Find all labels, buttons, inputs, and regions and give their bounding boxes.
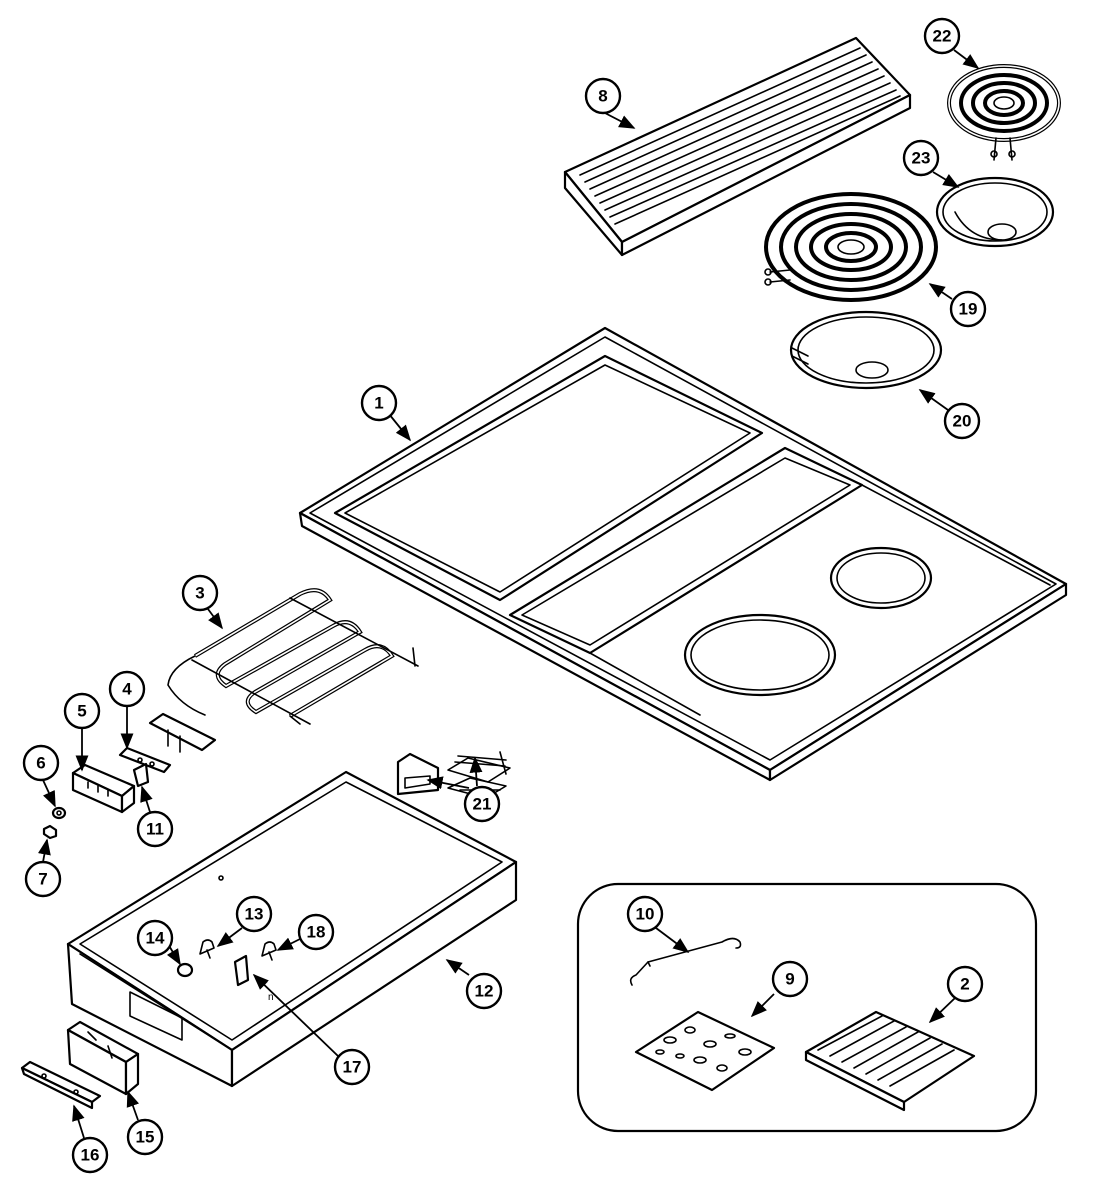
terminal-bracket (118, 746, 172, 774)
callout-23: 23 (902, 139, 940, 177)
callout-10: 10 (626, 895, 664, 933)
receptacle-block (71, 763, 136, 814)
callout-22: 22 (923, 17, 961, 55)
callout-20: 20 (943, 402, 981, 440)
grill-cover-9 (634, 1010, 776, 1092)
callout-1: 1 (360, 384, 398, 422)
bracket-17 (233, 954, 250, 987)
callout-21: 21 (463, 785, 501, 823)
callout-label-22: 22 (933, 27, 952, 46)
callout-11: 11 (136, 810, 174, 848)
cooktop-body (298, 326, 1068, 782)
leader-lines (38, 49, 980, 1139)
nut-14 (176, 962, 194, 978)
callout-5: 5 (63, 692, 101, 730)
grill-heating-element (148, 588, 419, 753)
callout-9: 9 (771, 960, 809, 998)
callout-label-15: 15 (136, 1128, 155, 1147)
nut (42, 824, 58, 840)
callout-2: 2 (946, 965, 984, 1003)
callout-label-16: 16 (81, 1146, 100, 1165)
callout-label-6: 6 (36, 754, 45, 773)
callout-4: 4 (108, 670, 146, 708)
large-drip-bowl (789, 310, 943, 390)
grille-part (563, 36, 912, 257)
svg-text:n: n (268, 992, 274, 1003)
screw-13 (199, 939, 215, 959)
small-drip-bowl (935, 176, 1055, 248)
small-clip (132, 762, 150, 788)
callout-label-18: 18 (307, 923, 326, 942)
callout-label-21: 21 (473, 795, 492, 814)
callout-17: 17 (333, 1048, 371, 1086)
mounting-block (66, 1020, 140, 1096)
mounting-strap (20, 1060, 102, 1110)
callout-3: 3 (181, 574, 219, 612)
callout-label-7: 7 (38, 870, 47, 889)
callout-14: 14 (136, 919, 174, 957)
callout-label-5: 5 (77, 702, 86, 721)
callout-label-8: 8 (598, 87, 607, 106)
callout-label-14: 14 (146, 929, 165, 948)
callout-label-17: 17 (343, 1058, 362, 1077)
callout-label-20: 20 (953, 412, 972, 431)
screw-18 (261, 941, 277, 961)
callout-13: 13 (235, 895, 273, 933)
washer (51, 806, 67, 820)
callout-19: 19 (949, 290, 987, 328)
small-burner-coil (947, 64, 1061, 161)
large-burner-coil (764, 192, 938, 302)
callout-15: 15 (126, 1118, 164, 1156)
grill-grate-2 (804, 1010, 976, 1112)
callout-8: 8 (584, 77, 622, 115)
callout-label-1: 1 (374, 394, 383, 413)
callout-16: 16 (71, 1136, 109, 1174)
callout-label-4: 4 (122, 680, 132, 699)
rack-wire-10 (629, 937, 742, 986)
callout-label-11: 11 (146, 820, 164, 839)
accessory-inset (576, 882, 1038, 1133)
callout-label-3: 3 (195, 584, 204, 603)
callout-6: 6 (22, 744, 60, 782)
drip-pan: n (66, 770, 518, 1088)
callout-label-12: 12 (475, 982, 494, 1001)
callout-label-13: 13 (245, 905, 264, 924)
callout-label-23: 23 (912, 149, 931, 168)
callout-label-2: 2 (960, 975, 969, 994)
callout-12: 12 (465, 972, 503, 1010)
callout-7: 7 (24, 860, 62, 898)
callout-label-10: 10 (636, 905, 655, 924)
callout-18: 18 (297, 913, 335, 951)
callout-label-19: 19 (959, 300, 978, 319)
callout-label-9: 9 (785, 970, 794, 989)
